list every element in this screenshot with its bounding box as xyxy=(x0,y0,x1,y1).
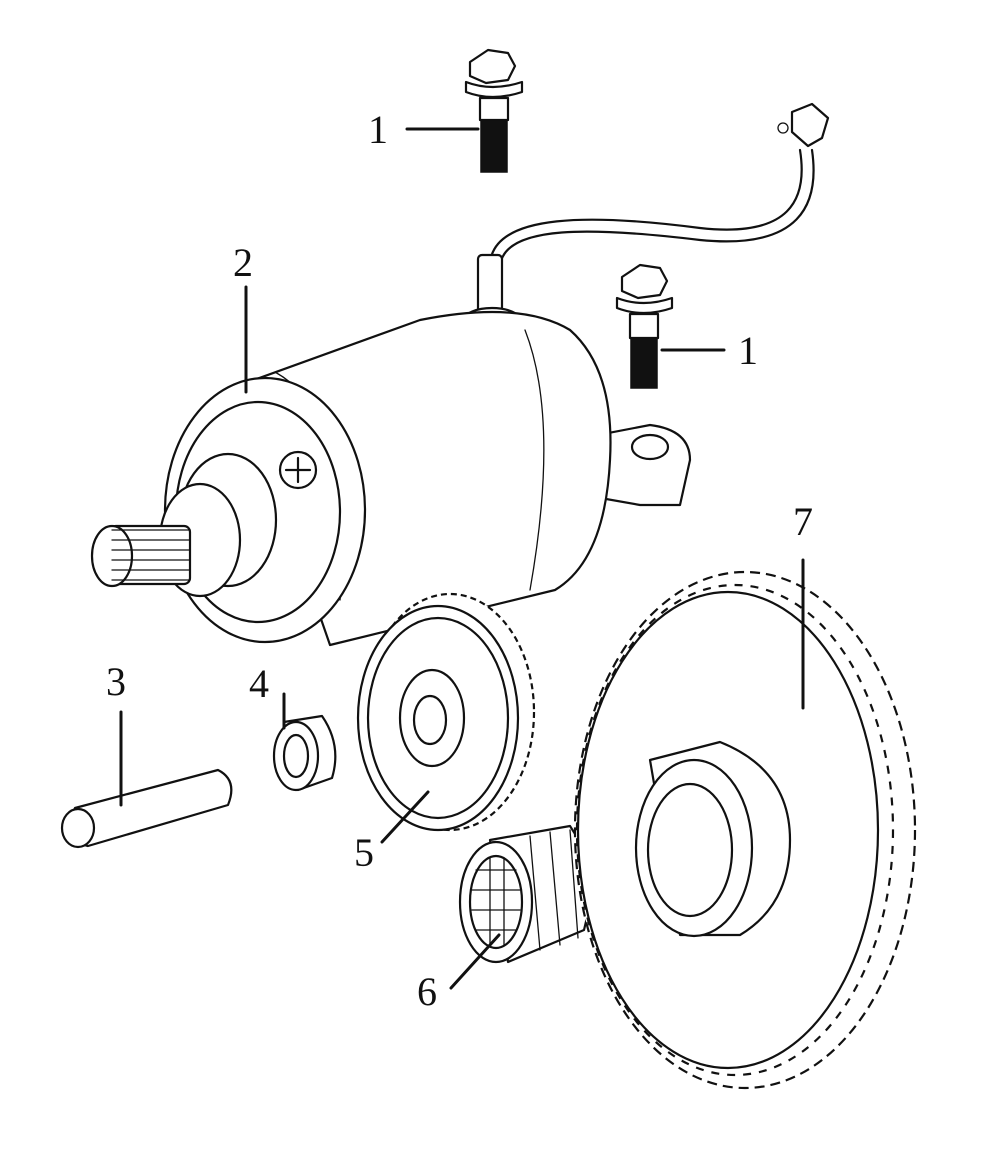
bolt-right xyxy=(615,263,726,389)
one-way-clutch xyxy=(449,824,591,990)
starter-ring-gear xyxy=(573,558,917,1090)
reduction-gear xyxy=(356,592,536,844)
callout-4: 4 xyxy=(249,661,269,706)
callout-5: 5 xyxy=(354,830,374,875)
starter-motor xyxy=(90,102,830,647)
shaft xyxy=(60,710,233,849)
bushing xyxy=(272,692,337,792)
callout-2: 2 xyxy=(233,240,253,285)
callout-1-right: 1 xyxy=(738,328,758,373)
callout-1-top: 1 xyxy=(368,107,388,152)
bolt-top xyxy=(405,48,524,173)
callout-3: 3 xyxy=(106,659,126,704)
callout-6: 6 xyxy=(417,969,437,1014)
callout-7: 7 xyxy=(793,499,813,544)
